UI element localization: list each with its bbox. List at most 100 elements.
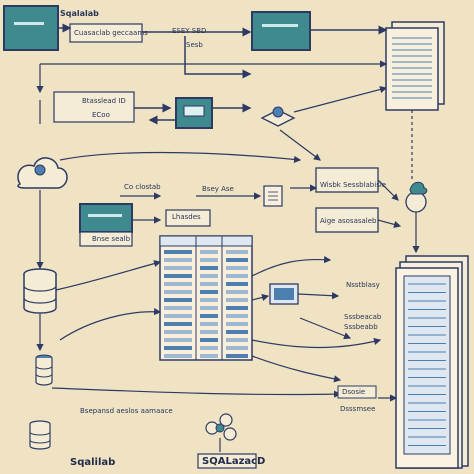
connector-27 <box>251 256 332 277</box>
label-mid-left-2: ECoo <box>92 111 110 119</box>
top-right-node <box>251 11 311 51</box>
table-cell <box>200 266 218 270</box>
table-cell <box>226 354 248 358</box>
table-cell <box>226 266 248 270</box>
table-cell <box>164 298 192 302</box>
table-cell <box>200 298 218 302</box>
connector-29 <box>251 293 270 301</box>
table-cell <box>164 338 192 342</box>
table-cell <box>226 282 248 286</box>
table-cell <box>164 330 192 334</box>
table-cell <box>200 314 218 318</box>
table-cell <box>164 346 192 350</box>
connector-30 <box>251 337 382 349</box>
stack-lines <box>408 283 446 446</box>
connector-23 <box>55 260 162 291</box>
table-cell <box>164 314 192 318</box>
label-mid-center-2: Bsey Ase <box>202 185 234 193</box>
monitor-icon <box>269 283 299 305</box>
label-footer-left: Sqalilab <box>70 457 116 468</box>
top-mid-label-box <box>69 23 143 43</box>
table-cell <box>164 258 192 262</box>
connector-28 <box>297 292 340 300</box>
small-database-icon <box>35 354 53 386</box>
table-cell <box>226 290 248 294</box>
center-label-box <box>165 209 211 227</box>
table-cell <box>226 306 248 310</box>
table-cell <box>226 258 248 262</box>
left-label-box <box>79 231 133 247</box>
label-right-1: Wisbk Sessblabisie <box>320 181 387 189</box>
file-stack-bottom-right <box>395 255 469 469</box>
top-right-node-bar <box>262 24 298 27</box>
left-teal-node-bar <box>88 214 122 217</box>
table-cell <box>226 346 248 350</box>
connector-20 <box>377 219 402 228</box>
table-cell <box>226 314 248 318</box>
table-cell <box>200 258 218 262</box>
table-cell <box>226 338 248 342</box>
mid-left-box <box>53 91 135 123</box>
label-mid-left-1: Btasslead ID <box>82 97 126 105</box>
table-cell <box>164 322 192 326</box>
database-icon <box>23 268 57 314</box>
table-cell <box>164 354 192 358</box>
label-right-2: Aige asosasaleb <box>320 217 377 225</box>
right-box-2 <box>315 207 379 233</box>
label-footer-center: SQALazacD <box>202 456 266 467</box>
connector-26 <box>51 387 342 398</box>
label-right-3: Nsstblasy <box>346 281 380 289</box>
table-cell <box>200 354 218 358</box>
left-teal-node <box>79 203 133 233</box>
duck-icon <box>405 181 428 213</box>
table-cell <box>200 330 218 334</box>
table-cell <box>200 338 218 342</box>
top-left-node-bar <box>14 22 44 25</box>
label-top-left: Sqalalab <box>60 9 99 18</box>
label-right-5: Sssbeabb <box>344 323 378 331</box>
table-cell <box>164 274 192 278</box>
table-cell <box>200 346 218 350</box>
connector-19 <box>377 179 399 201</box>
table-cell <box>226 330 248 334</box>
connector-25 <box>59 308 162 341</box>
label-center: Lhasdes <box>172 213 201 221</box>
connector-32 <box>299 317 352 340</box>
bottom-right-box-1 <box>337 385 377 399</box>
table-rows <box>164 250 248 358</box>
footer-center-box <box>197 453 257 469</box>
cluster-icon <box>205 413 237 441</box>
cloud-icon <box>17 157 68 189</box>
label-top-right-sub: Sesb <box>186 41 203 49</box>
table-cell <box>200 274 218 278</box>
connector-12 <box>293 86 388 113</box>
table-cell <box>226 250 248 254</box>
label-bottom-right-1: Dsosie <box>342 388 366 396</box>
table-cell <box>200 306 218 310</box>
label-left-box: Bnse sealb <box>92 235 131 243</box>
bottom-database-icon <box>29 420 51 450</box>
label-mid-center-1: Co clostab <box>124 183 161 191</box>
table-cell <box>226 298 248 302</box>
bird-icon <box>260 106 296 127</box>
table-cell <box>164 282 192 286</box>
table-cell <box>226 322 248 326</box>
file-stack-top-right <box>385 21 445 111</box>
table-cell <box>200 250 218 254</box>
table-cell <box>200 290 218 294</box>
connector-31 <box>251 355 342 383</box>
right-box-1 <box>315 167 379 193</box>
table-cell <box>164 250 192 254</box>
table-cell <box>164 306 192 310</box>
center-node-screen <box>183 105 205 117</box>
connector-13 <box>279 129 321 161</box>
connector-4 <box>184 36 252 79</box>
top-left-node <box>3 5 59 51</box>
table-cell <box>200 282 218 286</box>
label-top-mid: Cuasaclab geccaams <box>74 29 148 37</box>
label-bottom-right-2: Dsssmsee <box>340 405 376 413</box>
label-top-right: ESEY SBD <box>172 27 207 35</box>
label-right-4: Sssbeacab <box>344 313 382 321</box>
label-bottom-mid: Bsepansd aeslos aamaace <box>80 407 173 415</box>
